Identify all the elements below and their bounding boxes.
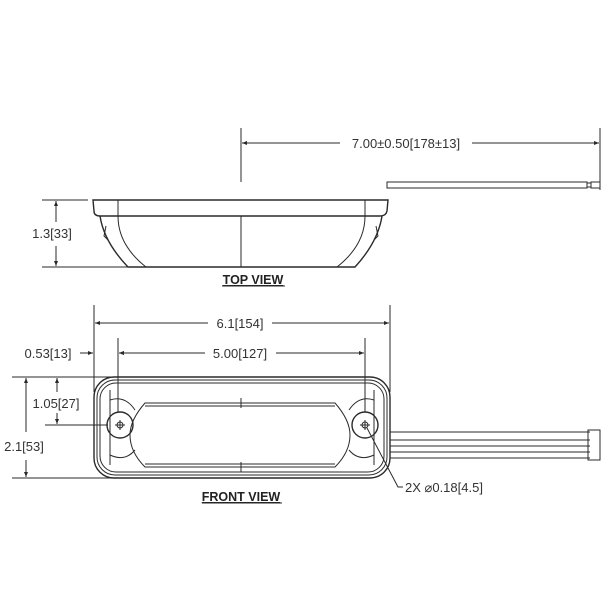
wire-length-dimension: 7.00±0.50[178±13] <box>240 128 601 190</box>
wire-side <box>386 181 601 189</box>
mounting-hole-left <box>106 411 134 439</box>
hole-offset-y-label: 1.05[27] <box>33 396 80 411</box>
hole-spacing-label: 5.00[127] <box>213 346 267 361</box>
hole-spacing-dimension: 5.00[127] 0.53[13] <box>25 338 366 412</box>
overall-height-label: 2.1[53] <box>4 439 44 454</box>
mounting-hole-right <box>351 411 379 439</box>
front-view: 2X ⌀0.18[4.5] FRONT VIEW <box>93 376 601 504</box>
wires <box>390 429 601 461</box>
top-height-label: 1.3[33] <box>32 226 72 241</box>
top-view: 1.3[33] TOP VIEW <box>32 199 389 287</box>
hole-offset-x-label: 0.53[13] <box>25 346 72 361</box>
height-dimensions: 2.1[53] 1.05[27] <box>4 376 112 479</box>
overall-width-label: 6.1[154] <box>217 316 264 331</box>
wire-length-label: 7.00±0.50[178±13] <box>352 136 460 151</box>
hole-diameter-label: 2X ⌀0.18[4.5] <box>405 480 483 495</box>
front-view-label: FRONT VIEW <box>202 490 281 504</box>
top-view-label: TOP VIEW <box>223 273 284 287</box>
